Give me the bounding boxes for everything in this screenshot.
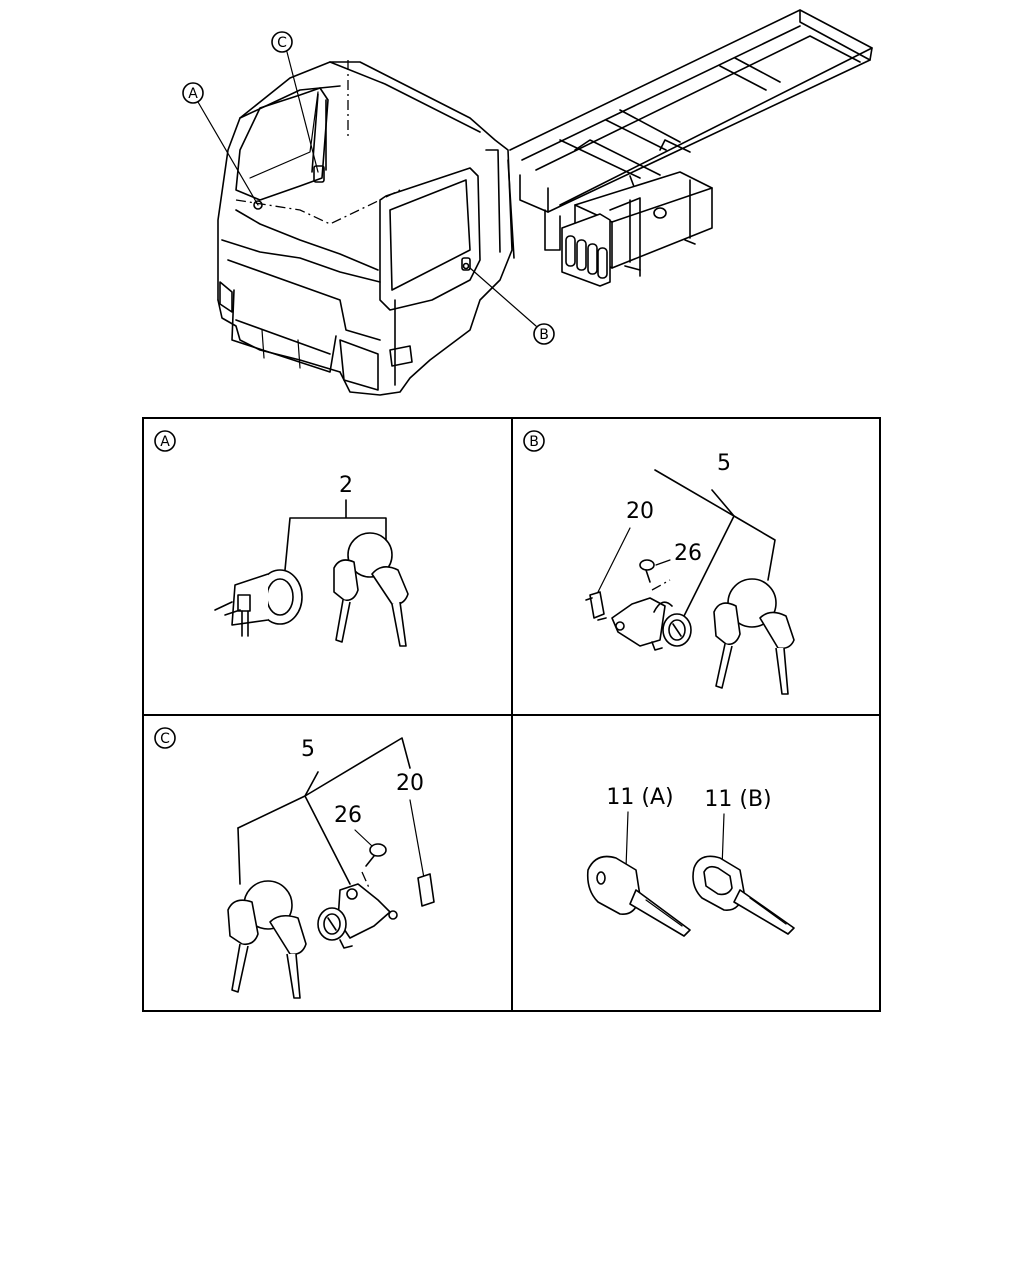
door-lock-cylinder-c [317,883,391,949]
svg-text:B: B [539,327,549,343]
panel-c: C 5 20 26 [154,727,435,999]
truck-cab [217,60,515,396]
bolt-26 [639,559,671,591]
panel-a: A 2 [154,430,409,647]
key-11b [692,855,795,935]
key-11a [586,855,691,937]
truck-overview: A C B [182,9,873,396]
callout-a: A [182,82,259,206]
clip-20 [585,591,607,621]
key-11a-label: 11 (A) [606,785,673,810]
key-11b-label: 11 (B) [704,787,771,812]
assembly-5-label: 5 [301,737,315,762]
panel-c-callout: C [154,727,176,749]
door-lock-cylinder-b [611,597,692,651]
svg-text:C: C [277,35,287,51]
key-set-b [713,578,795,695]
svg-text:A: A [188,86,198,102]
panel-a-callout: A [154,430,176,452]
panel-b: B 5 20 26 [523,430,795,695]
part-20-label: 20 [396,771,424,796]
panel-b-callout: B [523,430,545,452]
bolt-26 [361,843,387,891]
battery-box [561,213,611,287]
part-2-label: 2 [339,473,353,498]
chassis-frame [509,9,873,251]
callout-c: C [271,31,319,173]
callout-b: B [469,267,555,345]
key-set-a [333,532,409,647]
key-set-c [227,880,307,999]
svg-text:C: C [160,731,170,747]
panel-d: 11 (A) 11 (B) [586,785,795,937]
part-20-label: 20 [626,499,654,524]
part-26-label: 26 [334,803,362,828]
ignition-cylinder [214,569,303,637]
clip-20 [388,873,435,920]
detail-grid [142,417,881,1012]
svg-text:A: A [160,434,170,450]
part-26-label: 26 [674,541,702,566]
svg-text:B: B [529,434,539,450]
assembly-5-label: 5 [717,451,731,476]
